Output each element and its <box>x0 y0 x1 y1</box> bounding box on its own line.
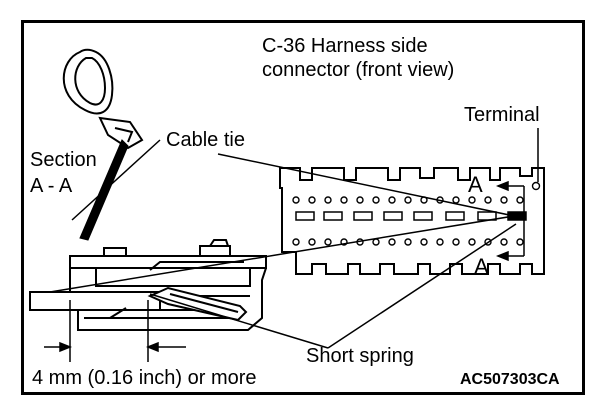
dimension-label: 4 mm (0.16 inch) or more <box>32 367 257 389</box>
connector-title-line2: connector (front view) <box>262 59 455 81</box>
section-label-line1: Section <box>30 149 97 171</box>
connector-leaders <box>49 128 539 349</box>
section-marker-top: A <box>468 172 483 197</box>
short-spring-shape <box>109 286 248 322</box>
connector-title-line1: C-36 Harness side <box>262 35 428 57</box>
terminal-label: Terminal <box>464 104 540 126</box>
section-label-line2: A - A <box>30 175 73 197</box>
connector-pin-row-bottom <box>292 238 524 246</box>
connector-front-view <box>279 167 545 275</box>
figure-frame <box>21 20 585 395</box>
section-arrows <box>495 180 525 262</box>
dimension-lines <box>44 300 186 362</box>
probe-wire <box>29 291 161 311</box>
cable-tie-illustration <box>62 48 144 150</box>
section-marker-bottom: A <box>474 254 489 279</box>
short-spring-label: Short spring <box>306 345 414 367</box>
cable-tie-label: Cable tie <box>166 129 245 151</box>
cable-tie-leader <box>71 139 161 221</box>
figure-code: AC507303CA <box>460 371 560 388</box>
connector-pin-row-top <box>292 181 541 204</box>
